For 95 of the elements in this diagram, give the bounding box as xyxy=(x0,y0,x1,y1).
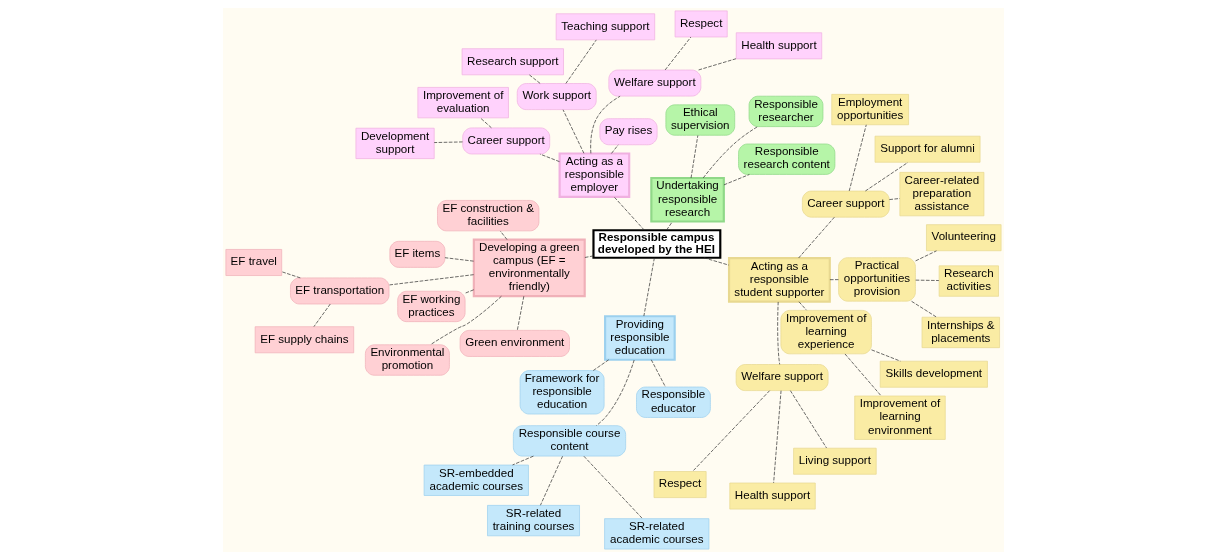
node-box: Improvement of learning experience xyxy=(780,310,872,355)
connector xyxy=(650,359,666,388)
node-box: Work support xyxy=(516,83,597,110)
node-box: Improvement of evaluation xyxy=(417,87,509,119)
node-box: Responsible course content xyxy=(512,425,626,457)
connector xyxy=(798,301,807,311)
connector xyxy=(388,274,474,286)
connector xyxy=(888,198,900,200)
node-box: Undertaking responsible research xyxy=(649,176,725,223)
node-box: Skills development xyxy=(879,360,988,388)
connector xyxy=(280,271,301,279)
connector xyxy=(697,58,736,71)
connector xyxy=(610,144,619,154)
node-box: Environmental promotion xyxy=(364,344,450,376)
connector xyxy=(829,279,839,281)
connector xyxy=(433,141,463,143)
node-box: Living support xyxy=(792,447,877,475)
node-box: Providing responsible education xyxy=(603,315,676,361)
connector xyxy=(772,390,781,484)
connector xyxy=(910,300,937,318)
connector xyxy=(584,255,594,258)
node-box: Developing a green campus (EF = environmentally friendly) xyxy=(472,238,586,298)
connector xyxy=(723,174,750,186)
node-box: Responsible researcher xyxy=(748,95,823,127)
node-box: Pay rises xyxy=(599,118,657,146)
connector xyxy=(665,221,673,231)
connector xyxy=(864,162,908,192)
connector xyxy=(583,455,643,519)
connector xyxy=(562,109,584,154)
connector xyxy=(429,295,502,346)
connector xyxy=(664,36,691,71)
node-box: Research activities xyxy=(938,265,999,297)
connector xyxy=(643,257,655,317)
node-box: EF construction & facilities xyxy=(436,200,539,232)
connector xyxy=(914,250,937,262)
node-box: Green environment xyxy=(459,330,570,357)
connector xyxy=(592,359,609,371)
connector xyxy=(528,74,540,84)
node-box: Support for alumni xyxy=(874,135,980,163)
connector xyxy=(844,353,882,397)
node-box: Research support xyxy=(461,48,564,76)
connector xyxy=(565,39,597,84)
node-box: Career support xyxy=(461,127,550,155)
node-box: Health support xyxy=(735,32,822,60)
connector xyxy=(870,349,901,362)
connector xyxy=(539,153,560,163)
connector xyxy=(690,135,698,179)
node-box: SR-embedded academic courses xyxy=(423,464,529,496)
node-box: EF items xyxy=(388,240,445,268)
node-box: Respect xyxy=(674,10,728,38)
connector xyxy=(479,117,492,129)
node-box: SR-related training courses xyxy=(486,505,580,537)
node-box: Health support xyxy=(728,482,816,510)
connector xyxy=(595,359,634,426)
connector xyxy=(313,303,331,327)
connector xyxy=(464,289,474,294)
node-box: Internships & placements xyxy=(921,316,1000,349)
node-box: SR-related academic courses xyxy=(603,518,709,550)
node-box: Acting as a responsible employer xyxy=(558,152,630,199)
connector xyxy=(776,301,780,365)
connector xyxy=(691,390,770,472)
node-box: Acting as a responsible student supporter xyxy=(727,257,831,303)
connector xyxy=(702,126,758,179)
node-box: Welfare support xyxy=(608,69,701,97)
node-box: Development support xyxy=(355,127,435,159)
connector xyxy=(589,95,620,154)
node-box: Career support xyxy=(801,190,890,218)
node-box: Employment opportunities xyxy=(830,94,909,126)
connector xyxy=(789,390,827,449)
connector xyxy=(914,279,939,281)
connector xyxy=(499,230,507,240)
connector xyxy=(444,257,474,262)
connector xyxy=(511,455,534,466)
node-box: EF supply chains xyxy=(254,326,354,354)
connector xyxy=(848,124,867,192)
node-box: Teaching support xyxy=(555,13,655,41)
connector xyxy=(613,196,645,231)
connector xyxy=(703,257,729,266)
node-box: EF working practices xyxy=(396,290,465,322)
node-box: Framework for responsible education xyxy=(519,370,604,415)
node-box: Practical opportunities provision xyxy=(837,257,916,302)
node-box: Welfare support xyxy=(735,364,828,391)
connector xyxy=(797,216,835,259)
node-box: Improvement of learning environment xyxy=(853,395,946,440)
node-box: Responsible campus developed by the HEI xyxy=(591,229,721,259)
connector xyxy=(539,455,563,506)
connector xyxy=(516,295,524,331)
node-box: Career-related preparation assistance xyxy=(899,172,984,217)
node-box: EF travel xyxy=(225,249,282,276)
node-box: Responsible educator xyxy=(635,386,711,418)
node-box: Ethical supervision xyxy=(665,104,735,136)
node-box: EF transportation xyxy=(289,277,389,305)
node-box: Respect xyxy=(653,471,706,498)
node-box: Volunteering xyxy=(925,224,1001,252)
node-box: Responsible research content xyxy=(737,143,835,175)
